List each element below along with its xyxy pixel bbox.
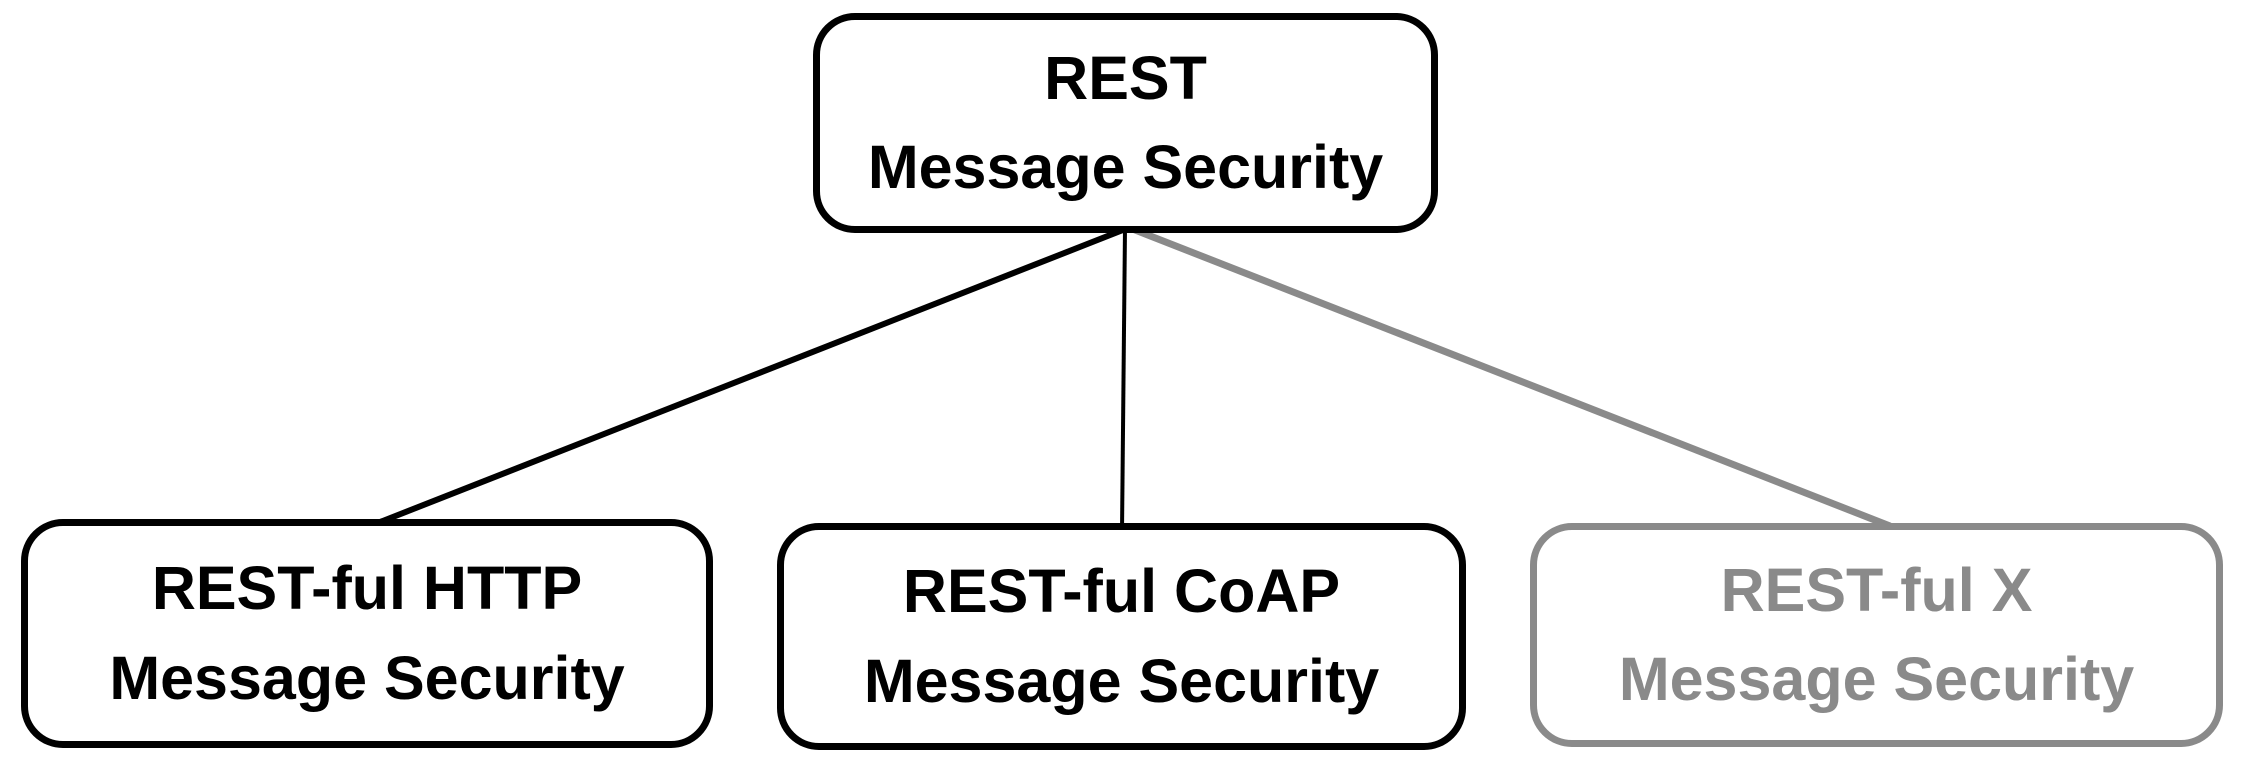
node-http-line1: REST-ful HTTP bbox=[151, 554, 583, 623]
node-rest-message-security: REST Message Security bbox=[813, 13, 1438, 233]
connector-root-x bbox=[1128, 224, 1892, 530]
node-x-line1: REST-ful X bbox=[1720, 555, 2033, 624]
node-root-line2: Message Security bbox=[867, 133, 1384, 201]
node-root-line1: REST bbox=[1044, 43, 1207, 112]
node-x-line2: Message Security bbox=[1618, 645, 2135, 713]
connector-root-coap bbox=[1120, 227, 1127, 533]
connector-root-http bbox=[368, 225, 1130, 529]
node-restful-coap-message-security: REST-ful CoAP Message Security bbox=[777, 523, 1466, 750]
node-restful-http-message-security: REST-ful HTTP Message Security bbox=[21, 519, 713, 748]
node-restful-x-message-security: REST-ful X Message Security bbox=[1530, 523, 2223, 747]
node-coap-line2: Message Security bbox=[863, 646, 1380, 715]
node-http-line2: Message Security bbox=[109, 643, 625, 712]
node-coap-line1: REST-ful CoAP bbox=[902, 557, 1341, 626]
